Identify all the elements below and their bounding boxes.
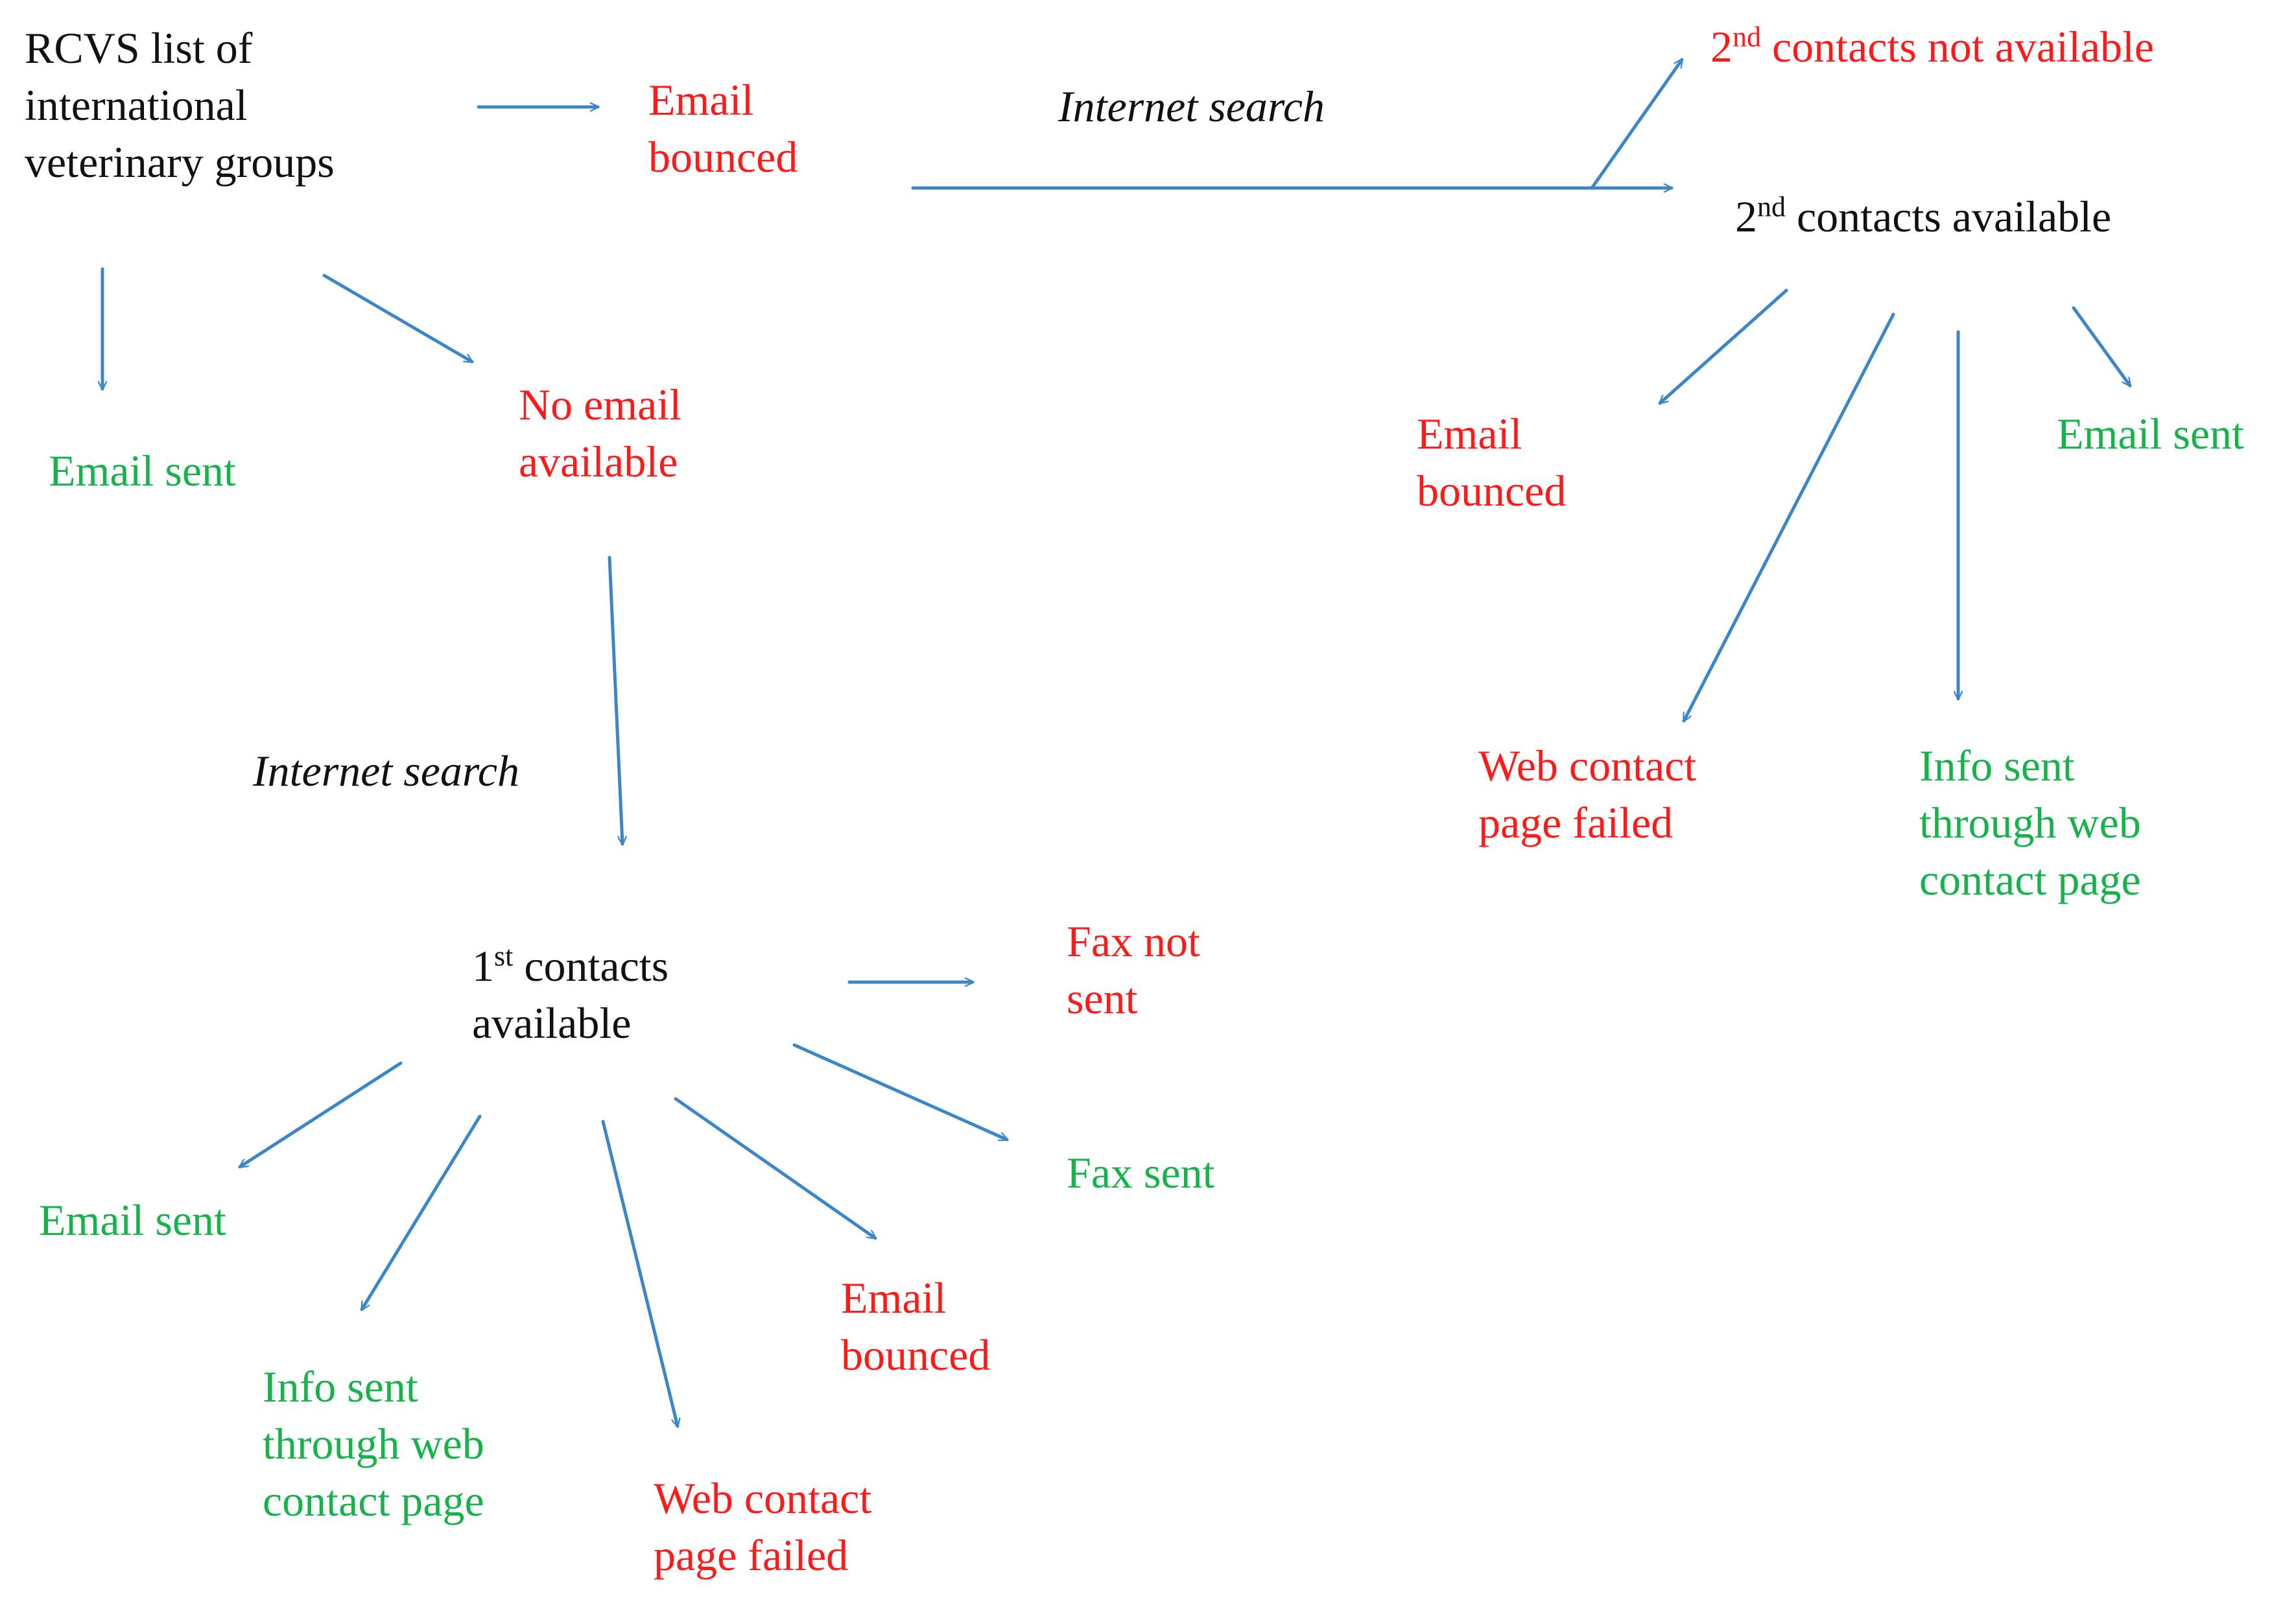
arrow-first-to-web-failed <box>601 1120 678 1426</box>
arrow-first-to-email-bounced <box>674 1097 875 1240</box>
no-email-available-label: No email available <box>519 380 682 486</box>
internet-search-top-label: Internet search <box>1058 82 1325 131</box>
arrow-rcvs-to-no-email <box>322 274 472 364</box>
email-sent-right-label: Email sent <box>2057 409 2244 458</box>
arrow-second-to-web-failed <box>1682 312 1895 721</box>
rcvs-list-label: RCVS list of international veterinary gr… <box>25 23 335 187</box>
second-contacts-available-label: 2nd contacts available <box>1735 188 2111 245</box>
ordinal-number: 1 <box>472 941 494 991</box>
internet-search-bottom-label: Internet search <box>253 746 520 795</box>
label-text: contacts not available <box>1761 22 2155 71</box>
arrow-second-to-email-sent <box>2072 306 2132 386</box>
ordinal-number: 2 <box>1735 192 1757 241</box>
first-contacts-available-label: 1st contacts available <box>472 937 669 1051</box>
email-sent-left-label: Email sent <box>49 446 236 495</box>
email-bounced-right-label: Email bounced <box>1417 409 1567 515</box>
ordinal-suffix: st <box>494 940 514 972</box>
fax-not-sent-label: Fax not sent <box>1067 917 1200 1023</box>
arrow-second-to-email-bounced <box>1660 288 1788 403</box>
info-sent-right-label: Info sent through web contact page <box>1919 741 2141 904</box>
web-contact-failed-bottom-label: Web contact page failed <box>654 1473 872 1580</box>
web-contact-failed-right-label: Web contact page failed <box>1478 741 1697 847</box>
email-bounced-bottom-label: Email bounced <box>841 1273 991 1379</box>
ordinal-suffix: nd <box>1757 191 1786 223</box>
arrow-first-to-fax-sent <box>792 1043 1007 1142</box>
second-contacts-not-available-label: 2nd contacts not available <box>1710 18 2154 75</box>
arrow-no-email-to-first <box>608 556 622 846</box>
arrow-to-second-not-available <box>1590 60 1684 190</box>
fax-sent-label: Fax sent <box>1067 1148 1215 1197</box>
ordinal-suffix: nd <box>1733 21 1761 53</box>
email-bounced-top-label: Email bounced <box>648 75 798 182</box>
arrow-first-to-email-sent <box>240 1061 403 1169</box>
email-sent-bottom-label: Email sent <box>39 1195 226 1245</box>
info-sent-bottom-label: Info sent through web contact page <box>263 1362 484 1525</box>
label-text: contacts available <box>1786 192 2112 241</box>
ordinal-number: 2 <box>1710 22 1733 71</box>
label-text: contacts available <box>472 941 669 1048</box>
arrow-first-to-info-sent <box>360 1114 482 1309</box>
